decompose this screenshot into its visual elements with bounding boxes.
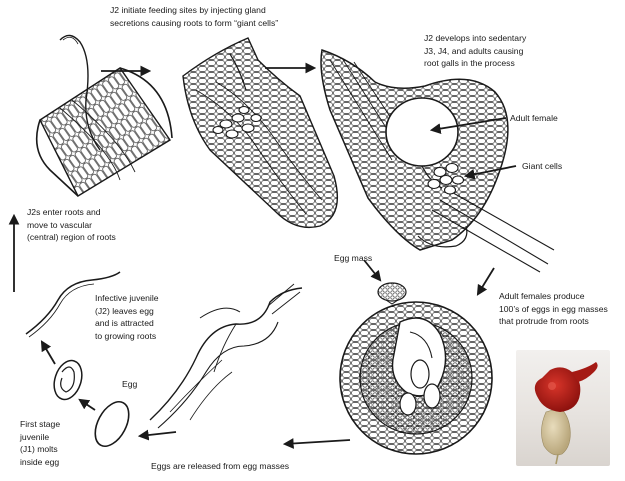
hatched-j2-near-root [149,283,303,429]
gall-cross-section [339,282,493,455]
label-first-stage: First stage juvenile (J1) molts inside e… [20,419,61,467]
gall-stage [320,49,555,273]
label-j2s-enter: J2s enter roots and move to vascular (ce… [27,207,116,243]
gall-with-egg-mass-photo [516,350,610,466]
root-entry-stage [35,34,173,197]
arrow-gall-to-cross-section [476,267,495,296]
feeding-site-stage [182,37,338,229]
arrow-egg-mass [363,259,382,282]
single-egg [94,401,130,447]
egg-with-juvenile [53,359,83,401]
label-j2-develops: J2 develops into sedentary J3, J4, and a… [424,33,527,69]
arrow-j1-to-j2 [40,340,56,365]
label-giant-cells: Giant cells [522,161,563,171]
label-j2-feeding: J2 initiate feeding sites by injecting g… [110,5,279,28]
label-egg-mass: Egg mass [334,253,373,263]
label-eggs-released: Eggs are released from egg masses [151,461,290,471]
arrow-root-to-egg [137,429,177,441]
arrow-egg-to-j1 [78,398,96,411]
label-infective-juvenile: Infective juvenile (J2) leaves egg and i… [95,293,159,341]
cycle-arrows [8,62,517,449]
arrow-adult-female [429,117,507,134]
label-egg: Egg [122,379,138,389]
free-j2-worm [25,271,121,338]
arrow-release-eggs [282,438,351,449]
arrow-giant-cells [463,165,517,180]
label-adult-females-produce: Adult females produce 100’s of eggs in e… [499,291,608,327]
label-adult-female: Adult female [510,113,558,123]
